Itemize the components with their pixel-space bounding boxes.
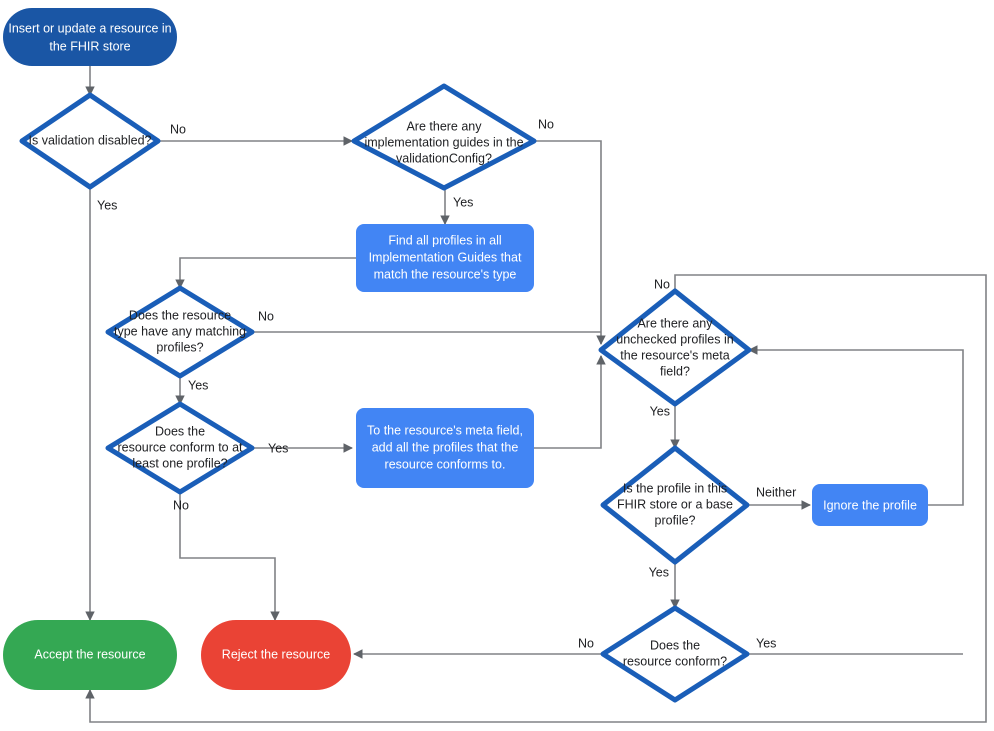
edges-layer (85, 66, 987, 723)
node-accept-label: Accept the resource (34, 647, 145, 661)
edge-label-matching-profiles-no: No (258, 309, 274, 323)
edge-unchecked-no-to-accept-loop (85, 274, 987, 723)
node-unchecked-profiles-label: Are there any (637, 316, 713, 330)
node-ignore-profile[interactable]: Ignore the profile (812, 484, 928, 526)
node-conform-one-profile-label: Does the (155, 424, 205, 438)
node-start-label-line2: the FHIR store (49, 39, 130, 53)
edge-label-impl-guides-no: No (538, 117, 554, 131)
node-matching-profiles-label-line3: profiles? (156, 340, 203, 354)
node-add-profiles-meta-label-line3: resource conforms to. (385, 457, 506, 471)
node-unchecked-profiles-label-line2: unchecked profiles in (616, 332, 733, 346)
edge-conform-one-no-to-reject (179, 492, 280, 621)
node-matching-profiles[interactable]: Does the resource type have any matching… (105, 285, 255, 379)
node-ignore-profile-label: Ignore the profile (823, 498, 917, 512)
edge-ignore-to-unchecked-loop (748, 345, 964, 506)
node-validation-disabled[interactable]: Is validation disabled? (19, 92, 161, 190)
edge-add-meta-to-unchecked (534, 355, 606, 449)
edge-find-profiles-to-matching-profiles (175, 257, 356, 289)
node-add-profiles-meta-label-line2: add all the profiles that the (372, 440, 519, 454)
node-resource-conform-label-line2: resource conform? (623, 654, 727, 668)
edge-label-resource-conform-yes: Yes (756, 636, 776, 650)
edge-label-conform-one-no: No (173, 498, 189, 512)
node-profile-in-store[interactable]: Is the profile in this FHIR store or a b… (600, 445, 750, 565)
edge-label-validation-yes: Yes (97, 198, 117, 212)
edge-label-impl-guides-yes: Yes (453, 195, 473, 209)
node-accept[interactable]: Accept the resource (3, 620, 177, 690)
edge-label-matching-profiles-yes: Yes (188, 378, 208, 392)
node-validation-disabled-label: Is validation disabled? (29, 133, 152, 147)
node-find-profiles-label-line2: Implementation Guides that (369, 250, 522, 264)
node-profile-in-store-label: Is the profile in this (623, 481, 727, 495)
node-conform-one-profile-label-line2: resource conform to at (117, 440, 243, 454)
node-implementation-guides-label-line3: validationConfig? (396, 151, 492, 165)
node-profile-in-store-label-line2: FHIR store or a base (617, 497, 733, 511)
node-matching-profiles-label-line2: type have any matching (114, 324, 246, 338)
edge-label-profile-in-store-yes: Yes (649, 565, 669, 579)
node-resource-conform[interactable]: Does the resource conform? (600, 605, 750, 703)
node-unchecked-profiles-label-line4: field? (660, 364, 690, 378)
edge-label-resource-conform-no: No (578, 636, 594, 650)
node-find-profiles[interactable]: Find all profiles in all Implementation … (356, 224, 534, 292)
edge-label-unchecked-yes: Yes (650, 404, 670, 418)
node-reject[interactable]: Reject the resource (201, 620, 351, 690)
node-unchecked-profiles[interactable]: Are there any unchecked profiles in the … (598, 288, 752, 407)
node-matching-profiles-label: Does the resource (129, 308, 231, 322)
node-conform-one-profile-label-line3: least one profile? (132, 456, 227, 470)
node-conform-one-profile[interactable]: Does the resource conform to at least on… (105, 401, 255, 495)
node-reject-label: Reject the resource (222, 647, 330, 661)
edge-labels-layer: No Yes No Yes No Yes Yes No No Yes Neith… (97, 117, 796, 650)
node-add-profiles-meta[interactable]: To the resource's meta field, add all th… (356, 408, 534, 488)
node-unchecked-profiles-label-line3: the resource's meta (620, 348, 729, 362)
edge-label-profile-in-store-neither: Neither (756, 485, 796, 499)
edge-label-validation-no: No (170, 122, 186, 136)
node-implementation-guides[interactable]: Are there any implementation guides in t… (351, 83, 537, 191)
node-add-profiles-meta-label: To the resource's meta field, (367, 423, 523, 437)
node-profile-in-store-label-line3: profile? (655, 513, 696, 527)
node-implementation-guides-label-line2: implementation guides in the (364, 135, 523, 149)
edge-label-conform-one-yes: Yes (268, 441, 288, 455)
node-resource-conform-label: Does the (650, 638, 700, 652)
node-find-profiles-label: Find all profiles in all (388, 233, 501, 247)
node-start-label: Insert or update a resource in (8, 21, 171, 35)
edge-label-unchecked-no: No (654, 277, 670, 291)
node-start[interactable]: Insert or update a resource in the FHIR … (3, 8, 177, 66)
node-implementation-guides-label: Are there any (406, 119, 482, 133)
edge-impl-guides-no-to-unchecked (534, 140, 606, 345)
node-find-profiles-label-line3: match the resource's type (374, 267, 517, 281)
